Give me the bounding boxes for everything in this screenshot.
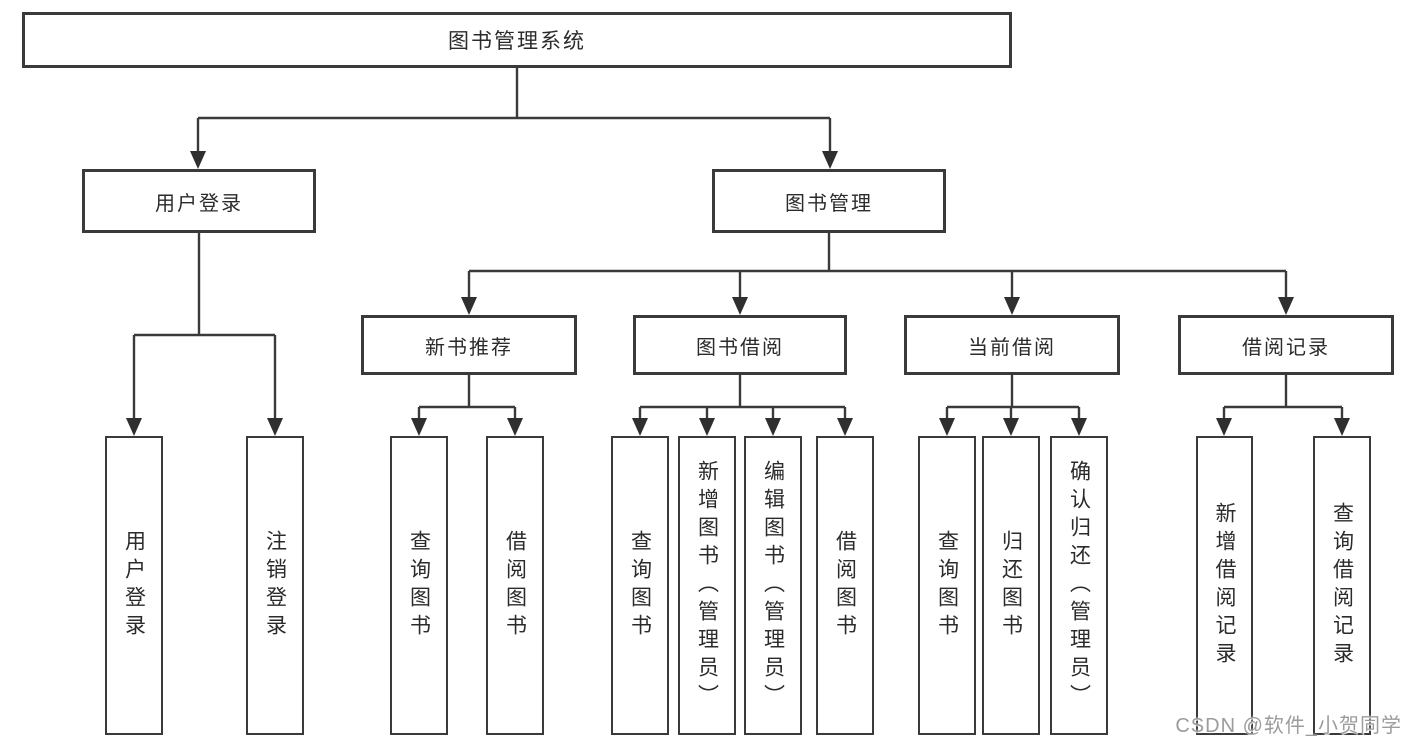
node-library-management-system: 图书管理系统 (22, 12, 1012, 68)
node-book-management: 图书管理 (712, 169, 946, 233)
arrow-down-icon (632, 418, 648, 436)
leaf-add-borrow-record: 新增借阅记录 (1196, 436, 1253, 735)
arrow-down-icon (732, 297, 748, 315)
arrow-down-icon (822, 151, 838, 169)
arrow-down-icon (939, 418, 955, 436)
leaf-logout: 注销登录 (246, 436, 304, 735)
leaf-label: 查询借阅记录 (1330, 501, 1354, 670)
edge (196, 68, 832, 157)
leaf-return-books: 归还图书 (982, 436, 1040, 735)
leaf-label: 查询图书 (935, 529, 959, 642)
arrow-down-icon (699, 418, 715, 436)
csdn-watermark: CSDN @软件_小贺同学 (1175, 715, 1402, 737)
edge (1222, 375, 1344, 424)
arrow-down-icon (267, 418, 283, 436)
leaf-borrow-books: 借阅图书 (816, 436, 874, 735)
edge (132, 233, 277, 424)
edge (638, 375, 847, 424)
arrow-down-icon (1071, 418, 1087, 436)
arrow-down-icon (1278, 297, 1294, 315)
leaf-query-books-borrow: 查询图书 (611, 436, 669, 735)
node-current-borrowing: 当前借阅 (904, 315, 1120, 375)
node-book-borrowing: 图书借阅 (633, 315, 847, 375)
leaf-label: 归还图书 (999, 529, 1023, 642)
leaf-label: 用户登录 (122, 529, 146, 642)
edge (467, 233, 1288, 303)
arrow-down-icon (837, 418, 853, 436)
node-borrowing-records: 借阅记录 (1178, 315, 1394, 375)
leaf-user-login: 用户登录 (105, 436, 163, 735)
arrow-down-icon (1004, 297, 1020, 315)
leaf-query-books-recommend: 查询图书 (390, 436, 448, 735)
leaf-confirm-return-admin: 确认归还（管理员） (1050, 436, 1108, 735)
leaf-add-books-admin: 新增图书（管理员） (678, 436, 736, 735)
leaf-label: 编辑图书（管理员） (761, 459, 785, 712)
leaf-label: 借阅图书 (503, 529, 527, 642)
arrow-down-icon (1003, 418, 1019, 436)
arrow-down-icon (190, 151, 206, 169)
leaf-label: 注销登录 (263, 529, 287, 642)
leaf-query-books-current: 查询图书 (918, 436, 976, 735)
leaf-label: 查询图书 (407, 529, 431, 642)
edge (417, 375, 517, 424)
leaf-borrow-books-recommend: 借阅图书 (486, 436, 544, 735)
arrow-down-icon (411, 418, 427, 436)
leaf-label: 借阅图书 (833, 529, 857, 642)
arrow-down-icon (1216, 418, 1232, 436)
leaf-edit-books-admin: 编辑图书（管理员） (744, 436, 802, 735)
node-new-book-recommendation: 新书推荐 (361, 315, 577, 375)
leaf-query-borrow-record: 查询借阅记录 (1313, 436, 1371, 735)
arrow-down-icon (1334, 418, 1350, 436)
leaf-label: 新增借阅记录 (1213, 501, 1236, 670)
leaf-label: 查询图书 (628, 529, 652, 642)
arrow-down-icon (507, 418, 523, 436)
arrow-down-icon (461, 297, 477, 315)
edge (945, 375, 1081, 424)
arrow-down-icon (126, 418, 142, 436)
node-user-login: 用户登录 (82, 169, 316, 233)
leaf-label: 新增图书（管理员） (695, 459, 719, 712)
arrow-down-icon (765, 418, 781, 436)
leaf-label: 确认归还（管理员） (1067, 459, 1091, 712)
